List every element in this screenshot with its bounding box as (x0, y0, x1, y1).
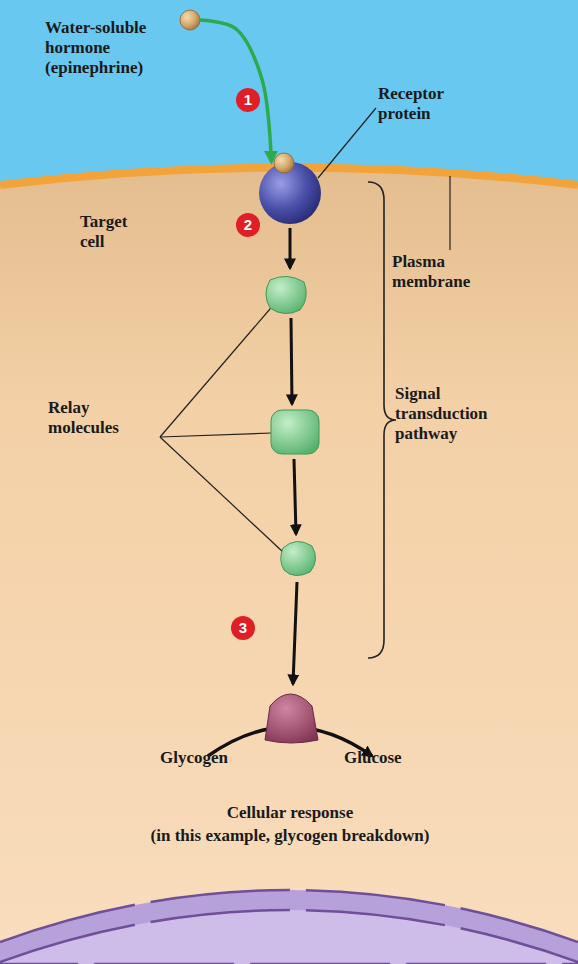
callout-number: 2 (236, 213, 260, 237)
receptor-shape (259, 162, 321, 224)
node-label: Receptor protein (378, 84, 473, 124)
product-label: Glucose (344, 748, 434, 768)
part-label: Relay molecules (48, 398, 143, 438)
hormone-molecule: Water-soluble hormone (epinephrine) (180, 10, 200, 30)
bracket (368, 182, 396, 658)
substrate-label: Glycogen (160, 748, 255, 768)
leader-line (160, 433, 272, 437)
leader-line (160, 302, 276, 437)
region-label: Target cell (80, 212, 150, 252)
relay-molecule (266, 276, 306, 313)
relay-molecule (271, 410, 319, 454)
hormone-shape (180, 10, 200, 30)
leader-line (160, 437, 284, 553)
response-note: (in this example, glycogen breakdown) (40, 826, 540, 846)
signal-arrow (289, 228, 292, 268)
callout-number: 1 (236, 88, 260, 112)
signal-arrow (200, 20, 271, 162)
response-label: Cellular response (90, 803, 490, 823)
relay-molecule (281, 541, 316, 575)
signal-arrow (294, 459, 296, 534)
enzyme (265, 694, 318, 743)
signal-arrow (291, 318, 292, 404)
node-label: Water-soluble hormone (epinephrine) (45, 18, 175, 78)
signal-arrow (293, 582, 297, 684)
receptor-protein: Receptor protein (259, 162, 321, 224)
structure-label: Plasma membrane (392, 252, 502, 292)
nuclear-envelope (0, 910, 578, 964)
hormone-ball (180, 10, 200, 30)
leader-line (318, 108, 376, 178)
cytoplasm (0, 168, 578, 964)
callout-number: 3 (231, 616, 255, 640)
nucleus (0, 890, 578, 964)
leader-line (449, 176, 450, 250)
bound-hormone (274, 153, 294, 173)
bracket-label: Signal transduction pathway (395, 384, 520, 444)
